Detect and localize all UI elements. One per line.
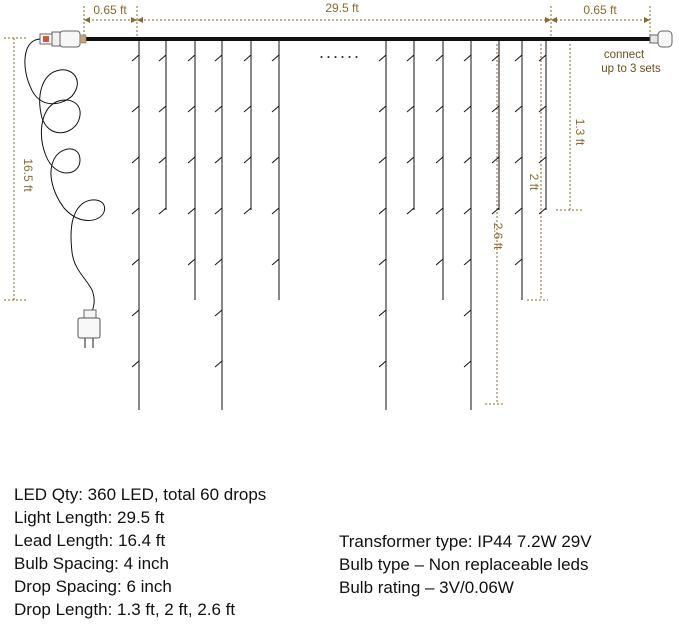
led-bulb (131, 360, 140, 368)
led-bulb (538, 105, 547, 113)
led-bulb (538, 207, 547, 215)
led-bulb (435, 207, 444, 215)
led-bulb (158, 207, 167, 215)
led-bulb (187, 105, 196, 113)
led-bulb (214, 105, 223, 113)
led-bulb (271, 54, 280, 62)
more-drops-ellipsis: ...... (319, 42, 361, 62)
led-bulb (271, 207, 280, 215)
light-length-label: 29.5 ft (325, 1, 359, 15)
spec-drop-spacing: Drop Spacing: 6 inch (14, 577, 172, 596)
spec-transformer-type: Transformer type: IP44 7.2W 29V (339, 532, 592, 551)
drop-short-label: 1.3 ft (573, 119, 587, 146)
led-bulb (435, 258, 444, 266)
led-bulb (131, 105, 140, 113)
spec-lead-length: Lead Length: 16.4 ft (14, 531, 166, 550)
connect-note-line2: up to 3 sets (601, 63, 661, 75)
led-bulb (243, 105, 252, 113)
specs-right: Transformer type: IP44 7.2W 29V Bulb typ… (339, 530, 592, 599)
led-bulb (435, 105, 444, 113)
led-bulb (406, 156, 415, 164)
led-bulb (243, 54, 252, 62)
led-bulb (131, 258, 140, 266)
led-bulb (131, 309, 140, 317)
led-bulb (514, 207, 523, 215)
dimension-lines (4, 6, 651, 405)
led-bulb (214, 207, 223, 215)
led-bulb (131, 207, 140, 215)
led-bulb (463, 105, 472, 113)
icicle-drops (131, 41, 547, 410)
led-bulb (435, 156, 444, 164)
lead-left-label: 0.65 ft (93, 3, 127, 17)
led-bulb (463, 54, 472, 62)
led-bulb (378, 54, 387, 62)
led-bulb (187, 258, 196, 266)
led-bulb (491, 156, 500, 164)
led-bulb (243, 207, 252, 215)
led-bulb (538, 54, 547, 62)
spec-bulb-rating: Bulb rating – 3V/0.06W (339, 578, 514, 597)
transformer-icon (77, 309, 101, 348)
led-bulb (406, 207, 415, 215)
spec-bulb-spacing: Bulb Spacing: 4 inch (14, 554, 169, 573)
led-bulb (158, 156, 167, 164)
drop-medium-label: 2 ft (527, 174, 541, 191)
lead-cable-label: 16.5 ft (21, 158, 35, 192)
led-bulb (214, 156, 223, 164)
led-bulb (378, 360, 387, 368)
lead-cable (24, 38, 106, 317)
led-bulb (463, 258, 472, 266)
led-bulb (378, 207, 387, 215)
led-bulb (406, 54, 415, 62)
drop-long-label: 2.6 ft (491, 223, 505, 250)
led-bulb (514, 258, 523, 266)
connect-note-line1: connect (604, 49, 645, 61)
led-bulb (243, 156, 252, 164)
led-bulb (491, 105, 500, 113)
right-end-cap-icon (649, 30, 673, 48)
lead-right-label: 0.65 ft (583, 3, 617, 17)
icicle-light-diagram: 0.65 ft 29.5 ft 0.65 ft 16.5 ft 1.3 ft 2… (4, 1, 673, 410)
led-bulb (158, 54, 167, 62)
led-bulb (463, 309, 472, 317)
led-bulb (214, 54, 223, 62)
led-bulb (463, 207, 472, 215)
spec-light-length: Light Length: 29.5 ft (14, 508, 165, 527)
led-bulb (214, 309, 223, 317)
led-bulb (378, 156, 387, 164)
led-bulb (214, 258, 223, 266)
led-bulb (538, 156, 547, 164)
led-bulb (187, 156, 196, 164)
led-bulb (158, 105, 167, 113)
led-bulb (514, 105, 523, 113)
led-bulb (435, 54, 444, 62)
led-bulb (491, 54, 500, 62)
spec-drop-length: Drop Length: 1.3 ft, 2 ft, 2.6 ft (14, 600, 236, 619)
spec-led-qty: LED Qty: 360 LED, total 60 drops (14, 485, 267, 504)
led-bulb (406, 105, 415, 113)
led-bulb (378, 258, 387, 266)
led-bulb (214, 360, 223, 368)
led-bulb (463, 360, 472, 368)
spec-bulb-type: Bulb type – Non replaceable leds (339, 555, 589, 574)
led-bulb (514, 156, 523, 164)
left-connector-icon (39, 30, 87, 48)
led-bulb (271, 258, 280, 266)
led-bulb (378, 105, 387, 113)
led-bulb (187, 54, 196, 62)
led-bulb (187, 207, 196, 215)
led-bulb (271, 156, 280, 164)
led-bulb (463, 156, 472, 164)
main-wire (84, 37, 650, 41)
led-bulb (378, 309, 387, 317)
specs-left: LED Qty: 360 LED, total 60 drops Light L… (14, 483, 266, 621)
led-bulb (131, 54, 140, 62)
led-bulb (271, 105, 280, 113)
led-bulb (491, 207, 500, 215)
led-bulb (131, 156, 140, 164)
dimension-arrows (84, 17, 650, 23)
led-bulb (514, 54, 523, 62)
